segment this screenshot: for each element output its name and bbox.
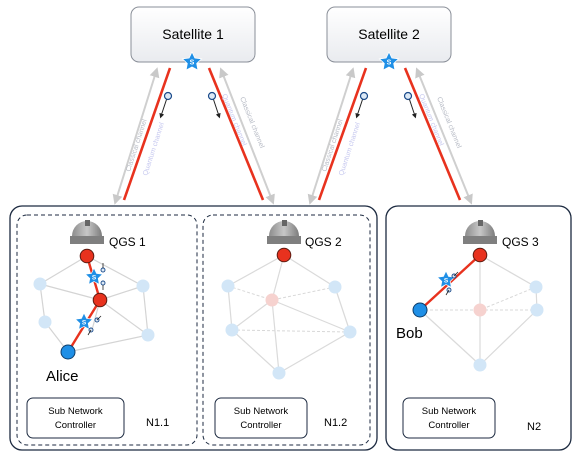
entanglement-source-icon: S	[74, 312, 94, 330]
network-node	[530, 303, 544, 317]
network-node	[473, 358, 487, 372]
network-node	[221, 279, 235, 293]
entanglement-source-icon: S	[181, 51, 203, 71]
satellite-1-label: Satellite 1	[162, 26, 224, 42]
network-node	[136, 279, 150, 293]
sat1-left-link: Classical channel Quantum channel	[112, 67, 172, 205]
controller-label-line2: Controller	[240, 420, 281, 431]
relay-node-active[interactable]	[92, 292, 108, 308]
subnetwork-n1-1-box	[16, 214, 198, 446]
photon-icon	[159, 91, 173, 119]
ground-station-3[interactable]	[463, 220, 497, 244]
network-n2-graph	[412, 247, 544, 372]
alice-label: Alice	[46, 368, 79, 385]
svg-text:S: S	[82, 319, 87, 326]
controller-n2[interactable]: Sub Network Controller	[402, 397, 496, 439]
network-node	[272, 366, 286, 380]
satellite-2-label: Satellite 2	[358, 26, 420, 42]
bob-label: Bob	[396, 325, 423, 342]
network-label-n1-1: N1.1	[146, 417, 169, 429]
photon-icon	[87, 315, 102, 336]
subnetwork-n1-1-graph	[33, 248, 155, 360]
network-node	[33, 277, 47, 291]
satellite-2[interactable]: Satellite 2	[326, 6, 452, 63]
network-n2-box	[385, 205, 572, 451]
ground-station-2[interactable]	[267, 220, 301, 244]
relay-node-active[interactable]	[276, 247, 292, 263]
relay-node-active[interactable]	[79, 248, 95, 264]
network-node	[225, 323, 239, 337]
network-n1-box	[9, 205, 378, 451]
controller-n1-2[interactable]: Sub Network Controller	[214, 397, 308, 439]
photon-icon	[355, 91, 369, 119]
qgs-2-label: QGS 2	[305, 235, 342, 249]
alice-node[interactable]	[60, 344, 76, 360]
bob-node[interactable]	[412, 302, 428, 318]
controller-label-line2: Controller	[55, 420, 96, 431]
svg-text:S: S	[190, 60, 195, 67]
sat1-right-link: Quantum channel Classical channel	[207, 67, 275, 205]
network-node	[141, 328, 155, 342]
photon-icon	[207, 91, 221, 119]
photon-icon	[445, 271, 459, 296]
subnetwork-n1-2-graph	[221, 247, 357, 380]
svg-text:S: S	[444, 277, 449, 284]
controller-label-line1: Sub Network	[48, 406, 103, 417]
entanglement-source-icon: S	[84, 267, 104, 285]
entanglement-source-icon: S	[378, 51, 400, 71]
network-node	[328, 280, 342, 294]
sat2-left-link: Classical channel Quantum channel	[307, 67, 368, 205]
network-node	[529, 280, 543, 294]
photon-icon	[403, 91, 417, 119]
network-node-faded-relay	[265, 293, 279, 307]
network-node	[343, 325, 357, 339]
network-node	[38, 315, 52, 329]
network-label-n1-2: N1.2	[324, 417, 347, 429]
satellite-1[interactable]: Satellite 1	[130, 6, 256, 63]
controller-n1-1[interactable]: Sub Network Controller	[26, 397, 125, 439]
qgs-1-label: QGS 1	[109, 235, 146, 249]
ground-station-1[interactable]	[70, 220, 104, 244]
qgs-3-label: QGS 3	[502, 235, 539, 249]
relay-node-active[interactable]	[472, 247, 488, 263]
network-node-faded-relay	[473, 303, 487, 317]
svg-text:S: S	[92, 274, 97, 281]
svg-text:S: S	[387, 60, 392, 67]
controller-label-line1: Sub Network	[234, 406, 289, 417]
controller-label-line1: Sub Network	[422, 406, 477, 417]
subnetwork-n1-2-box	[202, 214, 371, 446]
sat2-right-link: Quantum channel Classical channel	[403, 67, 473, 205]
network-label-n2: N2	[527, 421, 541, 433]
photon-icon	[100, 263, 106, 290]
controller-label-line2: Controller	[428, 420, 469, 431]
